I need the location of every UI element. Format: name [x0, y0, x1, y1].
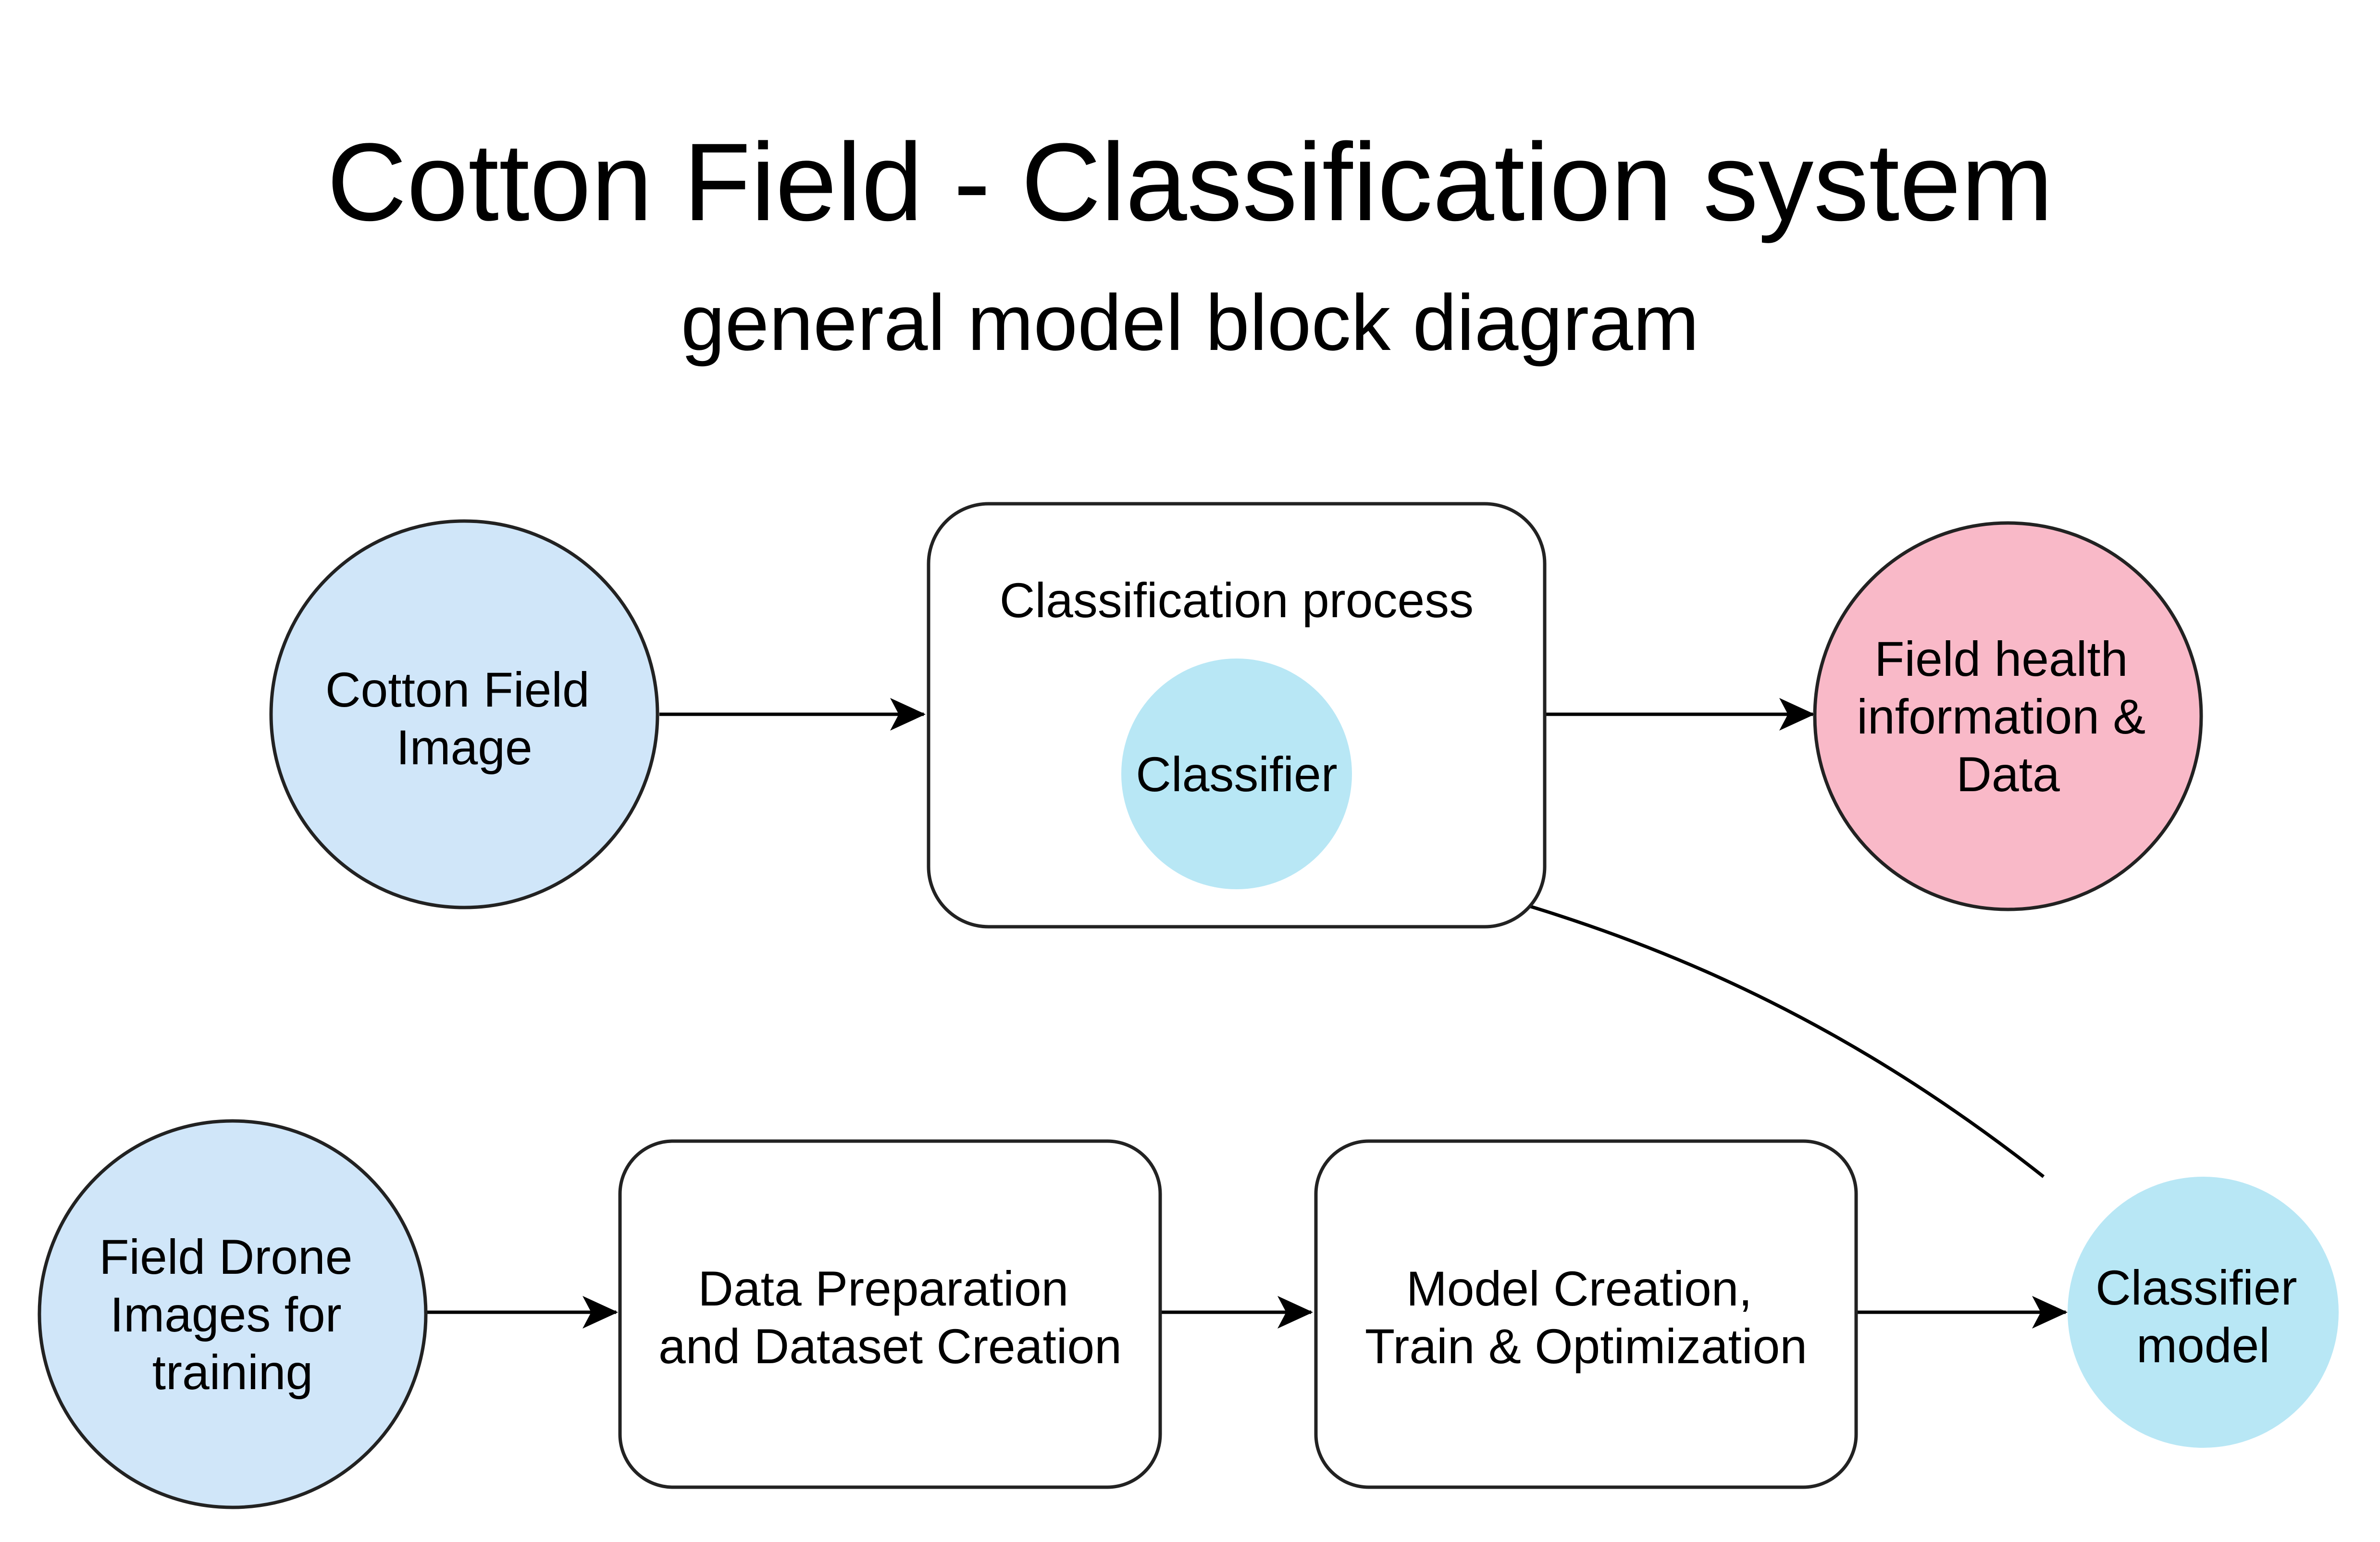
node-label: Field health information & Data — [1857, 632, 2159, 802]
node-label: Model Creation, Train & Optimization — [1365, 1261, 1807, 1374]
node-cotton-field-image: Cotton Field Image — [269, 519, 659, 909]
node-data-preparation: Data Preparation and Dataset Creation — [618, 1139, 1162, 1489]
model-creation-box — [1314, 1139, 1858, 1489]
field-drone-images-circle — [37, 1119, 428, 1509]
node-label: Field Drone Images for training — [99, 1230, 366, 1400]
classifier-label: Classifier — [1136, 747, 1337, 802]
node-label: Data Preparation and Dataset Creation — [658, 1261, 1122, 1374]
node-field-health: Field health information & Data — [1813, 521, 2203, 911]
classification-process-label: Classification process — [1000, 573, 1474, 628]
node-label: Classifier model — [2095, 1260, 2311, 1373]
field-health-circle — [1813, 521, 2203, 911]
diagram-subtitle: general model block diagram — [681, 278, 1699, 367]
node-model-creation: Model Creation, Train & Optimization — [1314, 1139, 1858, 1489]
diagram-title: Cotton Field - Classification system — [327, 120, 2053, 244]
classifier-circle — [1121, 659, 1352, 889]
node-label: Cotton Field Image — [325, 662, 603, 775]
node-classifier-model: Classifier model — [2068, 1177, 2339, 1448]
cotton-field-image-circle — [269, 519, 659, 909]
data-preparation-box — [618, 1139, 1162, 1489]
node-field-drone-images: Field Drone Images for training — [37, 1119, 428, 1509]
classifier-model-circle — [2068, 1177, 2339, 1448]
node-classification-process: Classification process Classifier — [927, 502, 1547, 929]
node-classifier: Classifier — [1121, 659, 1352, 889]
